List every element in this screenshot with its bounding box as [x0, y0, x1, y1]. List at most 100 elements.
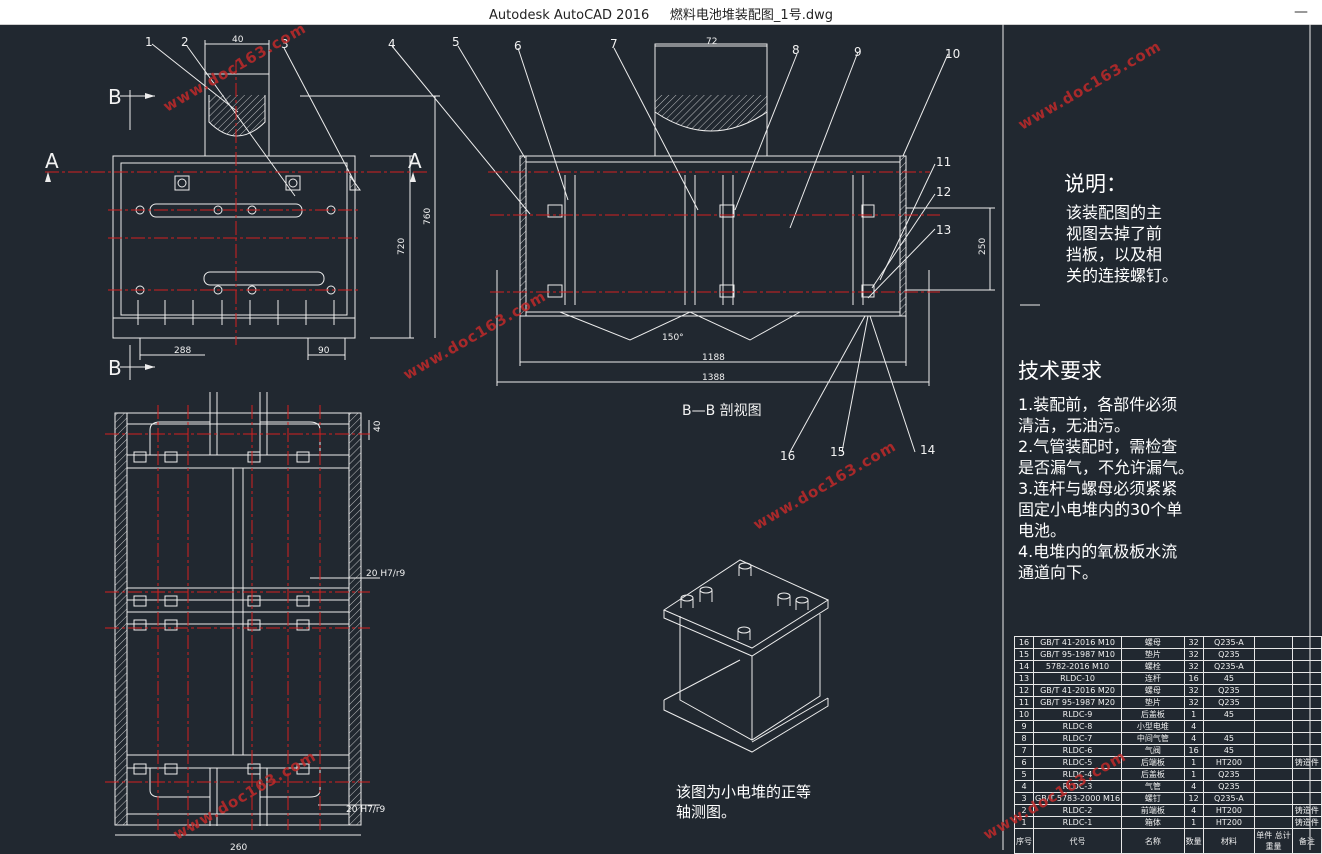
bom-cell: 45 [1202, 732, 1256, 745]
dim-fit-2: 20 H7/r9 [346, 805, 386, 815]
bom-cell: 32 [1183, 636, 1204, 649]
bom-cell [1254, 636, 1293, 649]
part-number-4: 4 [388, 37, 396, 51]
dim-fit-1: 20 H7/r9 [366, 569, 406, 579]
section-b-top: B [108, 85, 122, 109]
bom-cell [1291, 684, 1322, 697]
bom-cell [1254, 708, 1293, 721]
dim-1388: 1388 [702, 373, 725, 383]
dim-250: 250 [978, 238, 988, 255]
iso-caption: 该图为小电堆的正等 轴测图。 [676, 783, 812, 821]
tech-body: 1.装配前，各部件必须 清洁，无油污。 2.气管装配时，需检查 是否漏气，不允许… [1018, 395, 1195, 582]
bom-cell: 铸造件 [1291, 804, 1322, 817]
bom-cell: 12 [1014, 684, 1034, 697]
bom-cell: RLDC-1 [1032, 816, 1123, 829]
explain-title: 说明： [1064, 172, 1127, 196]
dim-90: 90 [318, 346, 330, 356]
bom-cell: 4 [1183, 732, 1204, 745]
bom-cell: HT200 [1202, 756, 1256, 769]
section-caption: B—B 剖视图 [682, 403, 762, 419]
bom-cell [1291, 792, 1322, 805]
bom-cell: Q235 [1202, 780, 1256, 793]
bom-cell: 45 [1202, 708, 1256, 721]
bom-cell: 16 [1183, 744, 1204, 757]
bom-cell: 11 [1014, 696, 1034, 709]
part-number-9: 9 [854, 45, 862, 59]
part-number-13: 13 [936, 223, 951, 237]
bom-cell [1254, 696, 1293, 709]
bom-cell: 5 [1014, 768, 1034, 781]
bom-cell [1254, 816, 1293, 829]
bom-cell: 后盖板 [1121, 768, 1185, 781]
bom-cell [1291, 732, 1322, 745]
part-number-10: 10 [945, 47, 960, 61]
bom-cell: 连杆 [1121, 672, 1185, 685]
tech-title: 技术要求 [1018, 359, 1102, 383]
bom-cell: 4 [1183, 720, 1204, 733]
part-number-5: 5 [452, 35, 460, 49]
section-a-right: A [408, 149, 422, 173]
bom-cell [1254, 648, 1293, 661]
bom-cell: 中间气管 [1121, 732, 1185, 745]
dim-760: 760 [423, 208, 433, 225]
part-number-16: 16 [780, 449, 795, 463]
bom-cell: RLDC-10 [1032, 672, 1123, 685]
bom-cell: 铸造件 [1291, 816, 1322, 829]
bom-cell: Q235-A [1202, 636, 1256, 649]
part-number-15: 15 [830, 445, 845, 459]
bom-cell: 1 [1183, 816, 1204, 829]
section-a-left: A [45, 149, 59, 173]
bom-cell: 8 [1014, 732, 1034, 745]
bom-cell [1291, 768, 1322, 781]
dim-288: 288 [174, 346, 191, 356]
bom-cell: 9 [1014, 720, 1034, 733]
bom-cell [1291, 636, 1322, 649]
bom-cell: 螺钉 [1121, 792, 1185, 805]
bom-cell: 14 [1014, 660, 1034, 673]
bom-cell: 16 [1014, 636, 1034, 649]
bom-cell [1254, 792, 1293, 805]
bom-cell: 32 [1183, 696, 1204, 709]
bom-cell [1254, 804, 1293, 817]
bom-cell: 7 [1014, 744, 1034, 757]
bom-cell: 箱体 [1121, 816, 1185, 829]
bom-cell [1254, 660, 1293, 673]
bom-cell: Q235 [1202, 696, 1256, 709]
part-number-14: 14 [920, 443, 935, 457]
bom-cell: 45 [1202, 672, 1256, 685]
minimize-icon[interactable]: — [1294, 4, 1308, 20]
bom-cell [1291, 672, 1322, 685]
bom-cell: GB/T 41-2016 M10 [1032, 636, 1123, 649]
bom-cell: Q235 [1202, 648, 1256, 661]
part-number-3: 3 [281, 37, 289, 51]
isometric-view [662, 559, 830, 753]
bom-cell: HT200 [1202, 816, 1256, 829]
part-number-8: 8 [792, 43, 800, 57]
dim-150deg: 150° [662, 333, 684, 343]
bom-cell: 45 [1202, 744, 1256, 757]
bom-cell: 垫片 [1121, 696, 1185, 709]
bom-cell: 32 [1183, 660, 1204, 673]
bom-cell: GB/T 41-2016 M20 [1032, 684, 1123, 697]
bom-cell: 5782-2016 M10 [1032, 660, 1123, 673]
bom-cell: 1 [1183, 708, 1204, 721]
bom-cell: RLDC-7 [1032, 732, 1123, 745]
explain-body: 该装配图的主 视图去掉了前 挡板，以及相 关的连接螺钉。 [1066, 203, 1179, 285]
bom-cell [1254, 768, 1293, 781]
bom-cell [1291, 780, 1322, 793]
drawing-canvas[interactable]: 1 2 3 4 5 6 7 8 9 10 11 12 13 14 15 16 B… [0, 24, 1322, 850]
front-view-outline [112, 155, 356, 339]
title-bar: Autodesk AutoCAD 2016 燃料电池堆装配图_1号.dwg — [0, 0, 1322, 25]
bom-cell: 15 [1014, 648, 1034, 661]
window-title: Autodesk AutoCAD 2016 燃料电池堆装配图_1号.dwg [489, 8, 833, 23]
